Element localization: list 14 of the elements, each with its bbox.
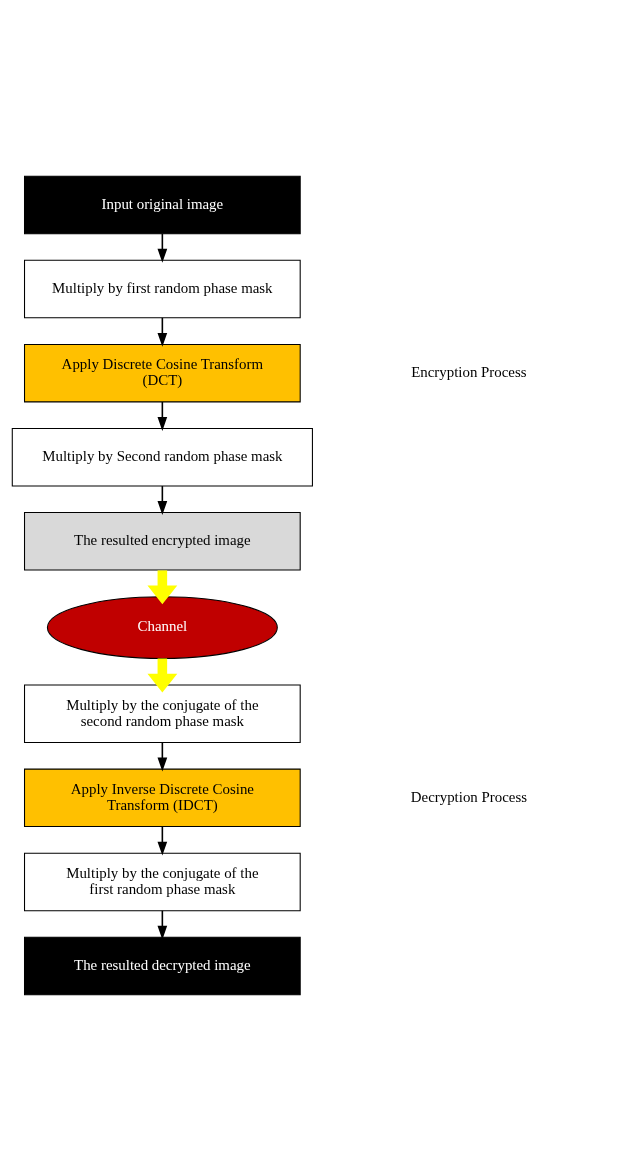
node-box: Apply Discrete Cosine Transform (DCT): [24, 343, 301, 403]
node-box: Multiply by first random phase mask: [24, 259, 301, 319]
node-box: The resulted decrypted image: [24, 936, 301, 996]
label: Encryption Process: [411, 364, 527, 381]
arrow: [147, 570, 178, 605]
node-ellipse: Channel: [46, 596, 278, 659]
arrow: [147, 658, 178, 693]
node-box: The resulted encrypted image: [24, 512, 301, 571]
node-box: Input original image: [24, 175, 301, 235]
node-box: Apply Inverse Discrete Cosine Transform (IDCT): [24, 768, 301, 828]
label: Decryption Process: [410, 788, 527, 805]
node-box: Multiply by the conjugate of the first random phase mask: [24, 852, 301, 912]
node-box: Multiply by Second random phase mask: [11, 428, 313, 487]
node-box: Multiply by the conjugate of the second random phase mask: [24, 684, 301, 743]
